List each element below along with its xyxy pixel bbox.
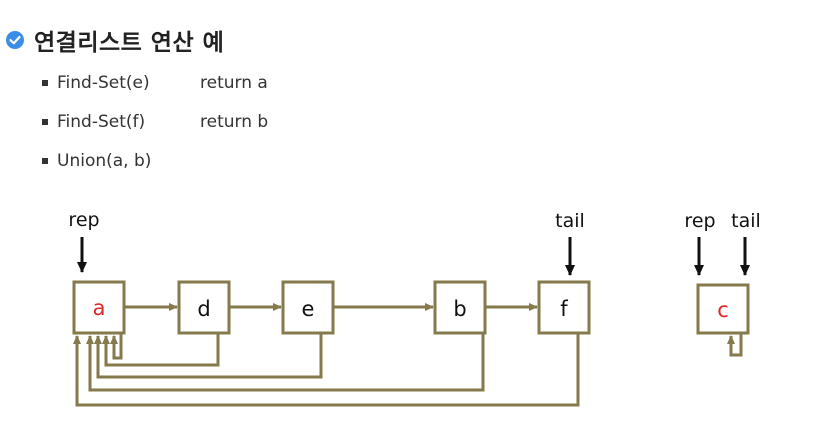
node-a: a xyxy=(72,280,126,335)
rep-link-d xyxy=(102,333,220,367)
node-f-label: f xyxy=(560,297,568,321)
list-item: Union(a, b) xyxy=(42,146,151,176)
node-e-label: e xyxy=(302,297,315,321)
node-c-label: c xyxy=(717,298,729,322)
section-title: 연결리스트 연산 예 xyxy=(6,20,224,60)
bullet-square-icon xyxy=(42,119,48,125)
rep-link-c xyxy=(727,333,743,357)
node-e: e xyxy=(281,280,335,335)
operation-text: Find-Set(e) xyxy=(57,73,150,93)
operation-result: return b xyxy=(200,112,269,132)
list-item: Find-Set(e) return a xyxy=(42,68,268,98)
node-f: f xyxy=(537,280,591,335)
node-c: c xyxy=(696,283,750,335)
node-b: b xyxy=(433,280,487,335)
tail-label-c: tail xyxy=(731,210,761,232)
operation-text: Union(a, b) xyxy=(57,151,152,171)
operation-text: Find-Set(f) xyxy=(57,112,146,132)
node-d-label: d xyxy=(197,297,210,321)
tail-label: tail xyxy=(555,210,585,232)
list-item: Find-Set(f) return b xyxy=(42,107,268,137)
rep-link-f xyxy=(73,333,580,407)
rep-label: rep xyxy=(68,209,99,231)
rep-link-a xyxy=(110,333,123,360)
node-a-label: a xyxy=(93,296,106,320)
operation-result: return a xyxy=(200,73,268,93)
rep-link-e xyxy=(94,333,323,379)
node-d: d xyxy=(177,280,231,335)
node-b-label: b xyxy=(453,297,466,321)
bullet-square-icon xyxy=(42,158,48,164)
rep-label-c: rep xyxy=(684,210,715,232)
bullet-square-icon xyxy=(42,80,48,86)
check-circle-icon xyxy=(6,31,24,49)
rep-link-b xyxy=(86,333,485,392)
page-title: 연결리스트 연산 예 xyxy=(34,30,225,56)
